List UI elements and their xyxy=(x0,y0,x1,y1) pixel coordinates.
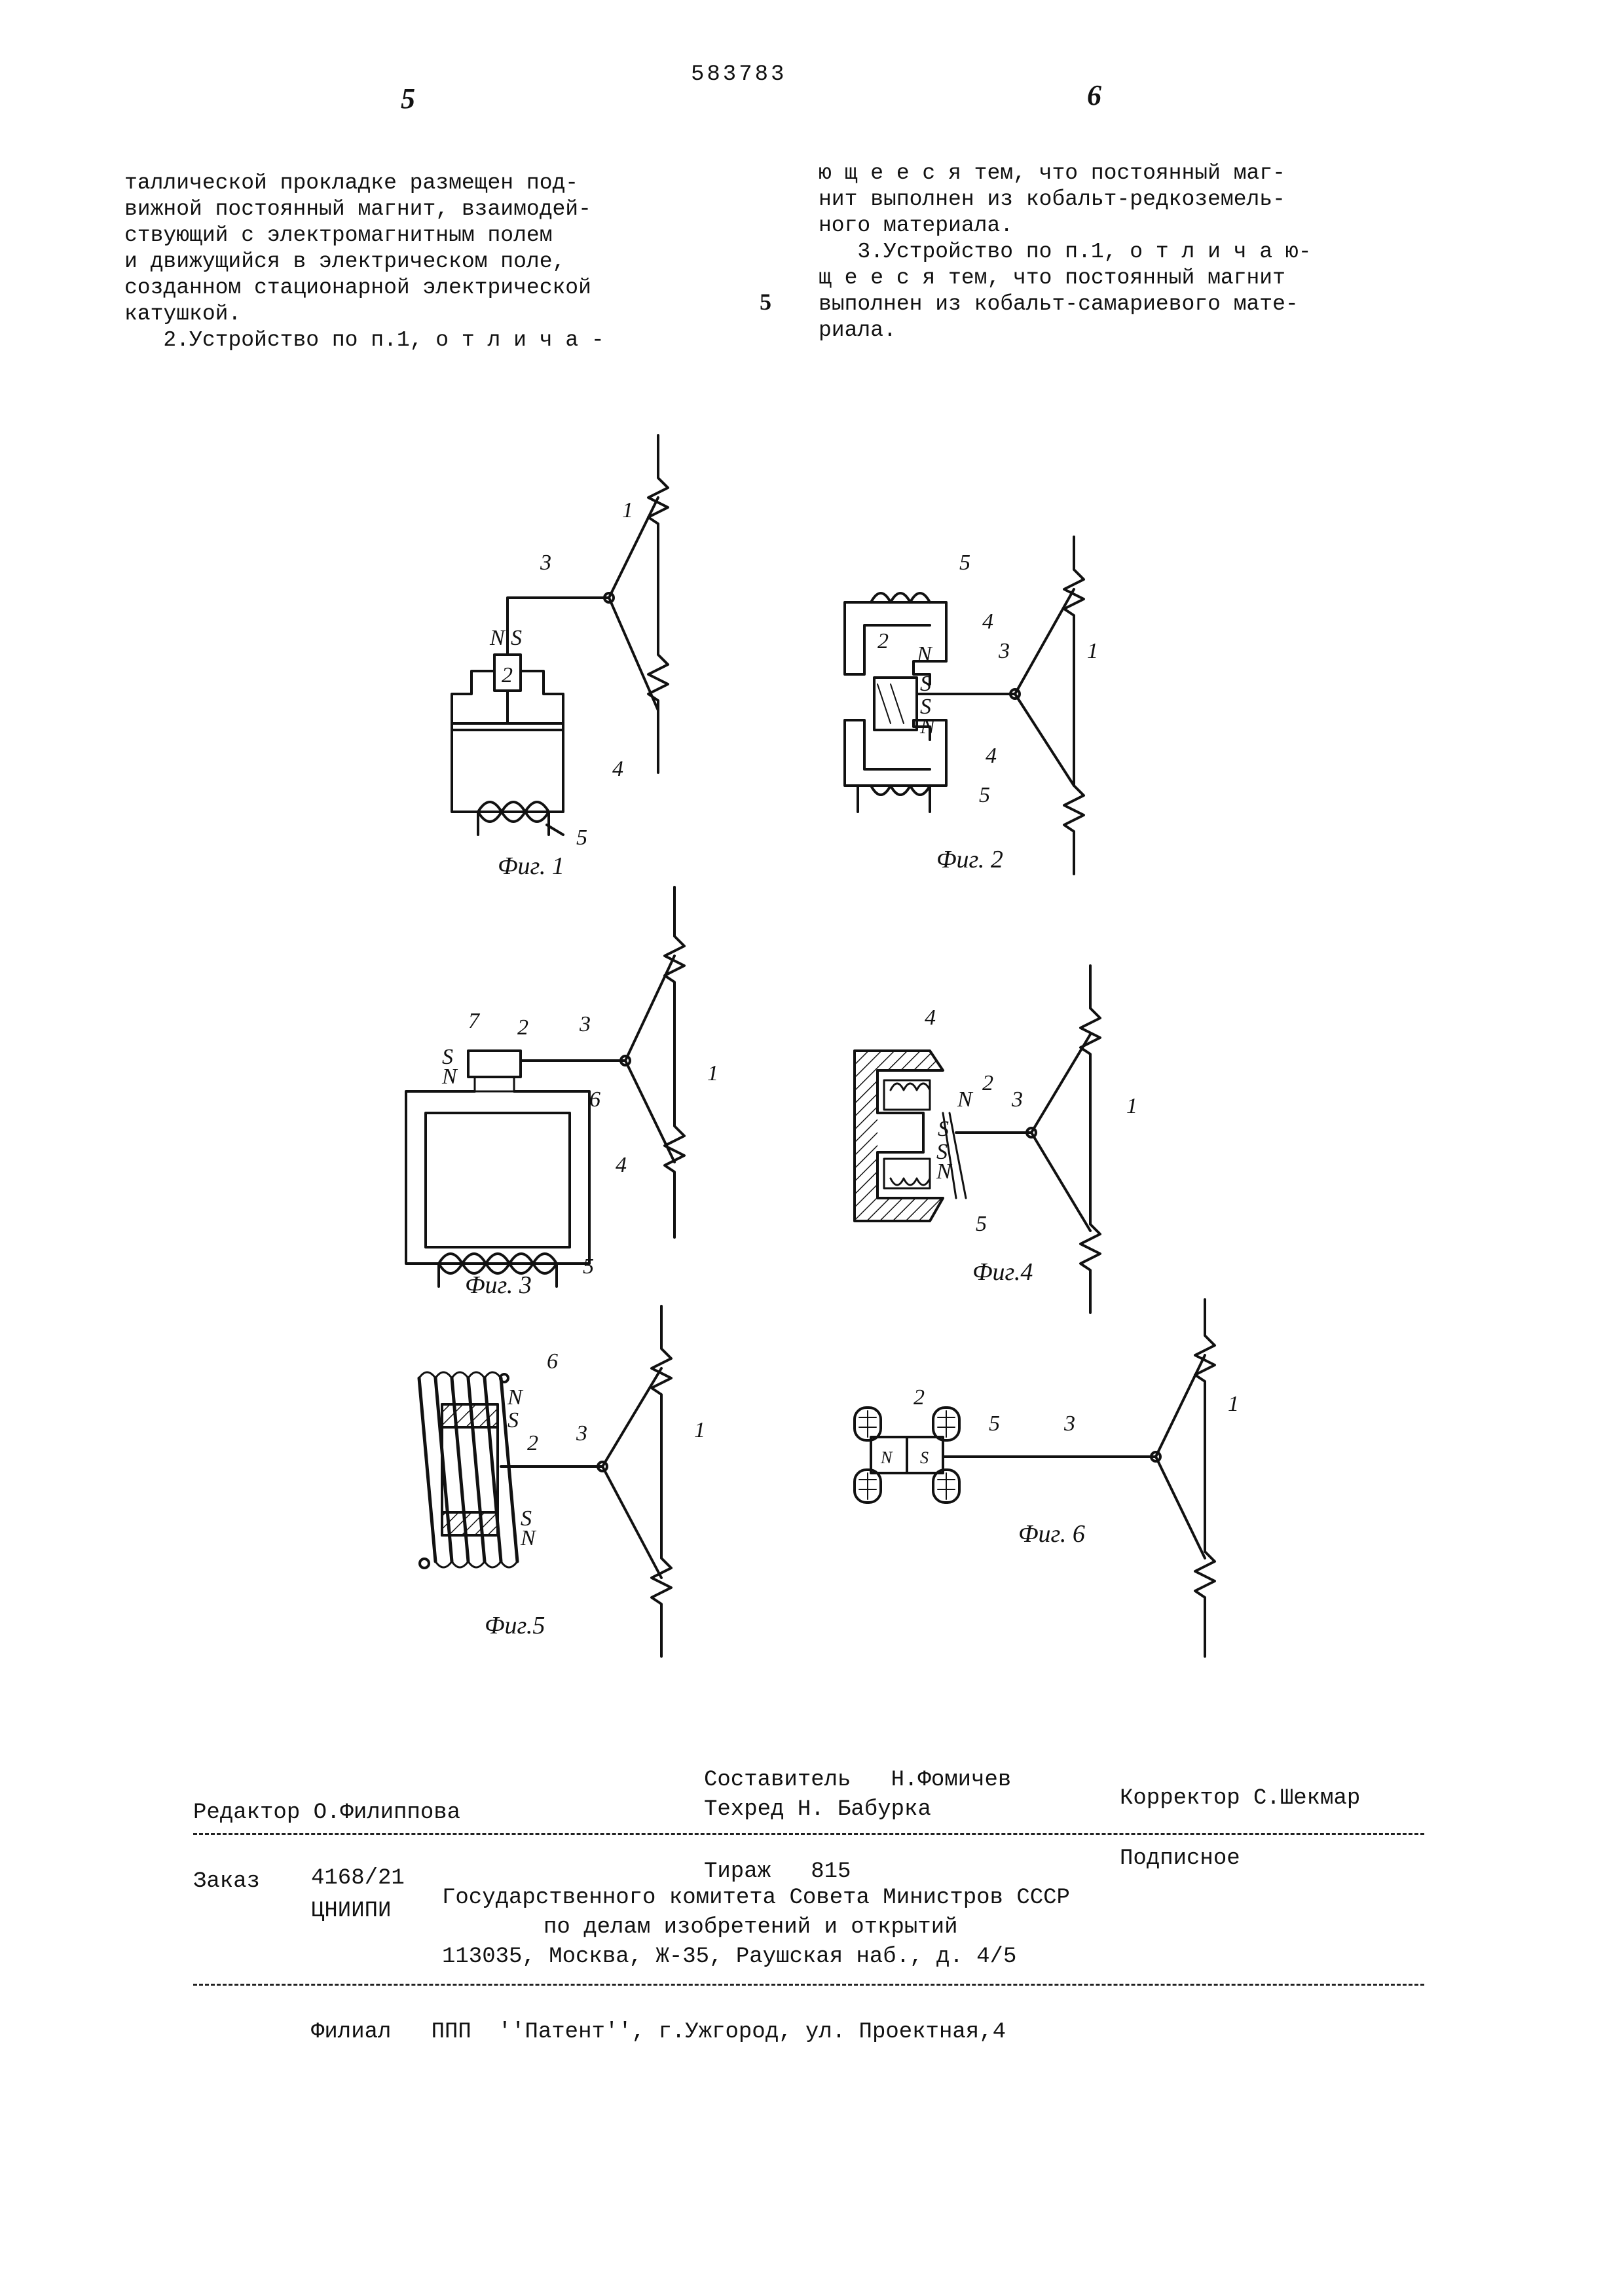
imprint-print-run: Тираж 815 xyxy=(704,1859,851,1884)
fig5-caption: Фиг.5 xyxy=(485,1612,545,1639)
fig3-label-6: 6 xyxy=(589,1087,600,1112)
imprint-branch: Филиал ППП ''Патент'', г.Ужгород, ул. Пр… xyxy=(311,2020,1006,2045)
text-line: 3.Устройство по п.1, о т л и ч а ю- xyxy=(819,240,1312,264)
fig4-label-4: 4 xyxy=(925,1006,936,1030)
text-line: ю щ е е с я тем, что постоянный маг- xyxy=(819,161,1285,185)
fig2-label-4a: 4 xyxy=(982,610,993,634)
imprint-subscription: Подписное xyxy=(1120,1846,1240,1871)
fig2-caption: Фиг. 2 xyxy=(936,846,1003,873)
fig2-label-1: 1 xyxy=(1087,639,1098,663)
fig2-label-s2: S xyxy=(920,695,931,719)
fig4-label-3: 3 xyxy=(1011,1087,1023,1112)
fig4-caption: Фиг.4 xyxy=(972,1258,1033,1286)
fig2-label-4b: 4 xyxy=(986,744,997,768)
line-marker: 5 xyxy=(760,289,771,315)
fig3-label-5: 5 xyxy=(583,1254,594,1279)
imprint-techred: Техред Н. Бабурка xyxy=(704,1797,931,1822)
fig3-label-7: 7 xyxy=(468,1009,481,1033)
fig3-label-3: 3 xyxy=(579,1012,591,1036)
fig4-label-5: 5 xyxy=(976,1212,987,1236)
page-number-left: 5 xyxy=(401,82,415,115)
fig5-label-6: 6 xyxy=(547,1349,558,1374)
fig3-label-s: S xyxy=(442,1045,453,1069)
fig5-label-s2: S xyxy=(521,1506,532,1531)
fig1-caption: Фиг. 1 xyxy=(498,852,564,880)
fig1-label-3: 3 xyxy=(540,551,551,575)
text-line: катушкой. xyxy=(124,302,242,326)
fig2-label-2: 2 xyxy=(877,629,889,653)
fig6-label-s: S xyxy=(920,1448,929,1467)
fig3-caption: Фиг. 3 xyxy=(465,1271,532,1299)
fig5-label-n2: N xyxy=(520,1526,537,1550)
fig4-label-1: 1 xyxy=(1126,1094,1137,1118)
imprint-order-value: 4168/21 xyxy=(311,1866,405,1891)
fig5-label-s1: S xyxy=(507,1408,519,1432)
imprint-compiler: Составитель Н.Фомичев xyxy=(704,1768,1012,1793)
fig6-caption: Фиг. 6 xyxy=(1018,1520,1085,1548)
imprint-corrector: Корректор С.Шекмар xyxy=(1120,1786,1361,1811)
text-line: нит выполнен из кобальт-редкоземель- xyxy=(819,187,1285,211)
fig3-label-1: 1 xyxy=(707,1061,718,1085)
fig1-label-n: N xyxy=(489,626,506,650)
figure-2 xyxy=(843,536,1085,875)
fig6-label-3: 3 xyxy=(1063,1412,1075,1436)
text-line: ствующий с электромагнитным полем xyxy=(124,223,553,247)
figure-4 xyxy=(853,964,1101,1314)
fig4-label-s1: S xyxy=(938,1117,949,1141)
figure-5 xyxy=(417,1305,673,1658)
patent-number: 583783 xyxy=(691,62,787,87)
fig2-label-n2: N xyxy=(919,714,936,738)
fig6-label-n: N xyxy=(880,1448,893,1467)
text-line: вижной постоянный магнит, взаимодей- xyxy=(124,197,591,221)
text-line: щ е е с я тем, что постоянный магнит xyxy=(819,266,1285,290)
fig2-label-n1: N xyxy=(916,642,933,666)
fig4-label-n1: N xyxy=(957,1087,974,1112)
fig2-label-3: 3 xyxy=(998,639,1010,663)
imprint-editor: Редактор О.Филиппова xyxy=(193,1800,461,1825)
fig1-label-4: 4 xyxy=(612,757,623,781)
fig6-label-1: 1 xyxy=(1228,1392,1239,1416)
fig5-label-2: 2 xyxy=(527,1431,538,1455)
right-column: ю щ е е с я тем, что постоянный маг- нит… xyxy=(819,160,1408,344)
fig3-label-n: N xyxy=(441,1065,458,1089)
text-line: таллической прокладке размещен под- xyxy=(124,171,579,195)
fig2-label-5a: 5 xyxy=(959,551,970,575)
text-line: и движущийся в электрическом поле, xyxy=(124,249,566,274)
figure-1 xyxy=(451,434,669,836)
imprint-org-line2: по делам изобретений и открытий xyxy=(544,1915,958,1940)
left-column: таллической прокладке размещен под- вижн… xyxy=(124,170,714,354)
figures-drawing: 1 3 N S 2 4 5 Фиг. 1 1 3 5 4 2 N S S N 4… xyxy=(405,434,1239,1658)
page-number-right: 6 xyxy=(1087,79,1101,111)
figure-6 xyxy=(853,1298,1216,1658)
fig5-label-n1: N xyxy=(507,1385,524,1410)
imprint-org-label: ЦНИИПИ xyxy=(311,1899,392,1923)
fig2-label-5b: 5 xyxy=(979,783,990,807)
fig5-label-3: 3 xyxy=(576,1421,587,1446)
imprint-org-line1: Государственного комитета Совета Министр… xyxy=(442,1886,1070,1910)
fig4-label-n2: N xyxy=(936,1159,953,1184)
fig6-label-5: 5 xyxy=(989,1412,1000,1436)
imprint-org-line3: 113035, Москва, Ж-35, Раушская наб., д. … xyxy=(442,1944,1017,1969)
text-line: ного материала. xyxy=(819,213,1014,238)
text-line: риала. xyxy=(819,318,896,342)
text-line: 2.Устройство по п.1, о т л и ч а - xyxy=(124,328,604,352)
fig2-label-s1: S xyxy=(920,672,931,696)
fig4-label-2: 2 xyxy=(982,1071,993,1095)
text-line: выполнен из кобальт-самариевого мате- xyxy=(819,292,1299,316)
fig6-label-2: 2 xyxy=(913,1385,925,1410)
fig1-label-1: 1 xyxy=(622,498,633,522)
fig1-label-s: S xyxy=(511,626,522,650)
figure-3 xyxy=(405,886,686,1288)
fig1-label-5: 5 xyxy=(576,826,587,850)
divider-dashed xyxy=(193,1984,1424,1986)
fig3-label-2: 2 xyxy=(517,1015,528,1040)
fig3-label-4: 4 xyxy=(616,1153,627,1177)
fig4-label-s2: S xyxy=(936,1140,948,1164)
imprint-order-label: Заказ xyxy=(193,1869,261,1894)
fig1-label-2: 2 xyxy=(502,663,513,687)
divider-dashed xyxy=(193,1833,1424,1835)
fig5-label-1: 1 xyxy=(694,1418,705,1442)
text-line: созданном стационарной электрической xyxy=(124,276,591,300)
